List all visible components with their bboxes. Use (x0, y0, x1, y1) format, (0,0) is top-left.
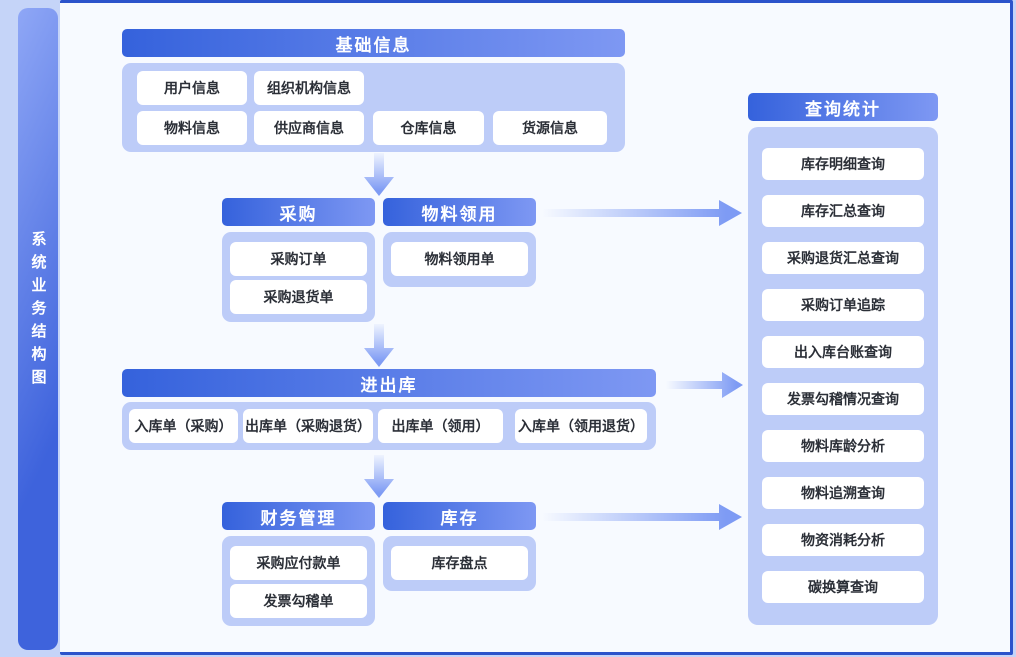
node-org-info: 组织机构信息 (254, 71, 364, 105)
section-header-basic-info: 基础信息 (122, 29, 625, 57)
group-inout: 入库单（采购） 出库单（采购退货） 出库单（领用） 入库单（领用退货） (122, 402, 656, 450)
node-inbound-requisition-return: 入库单（领用退货） (515, 409, 647, 443)
node-inbound-purchase: 入库单（采购） (129, 409, 238, 443)
group-finance: 采购应付款单 发票勾稽单 (222, 536, 375, 626)
group-basic-info: 用户信息 组织机构信息 物料信息 供应商信息 仓库信息 货源信息 (122, 63, 625, 152)
node-purchase-order-tracking: 采购订单追踪 (762, 289, 924, 321)
node-material-aging-analysis: 物料库龄分析 (762, 430, 924, 462)
node-material-consumption-analysis: 物资消耗分析 (762, 524, 924, 556)
section-header-procurement: 采购 (222, 198, 375, 226)
section-header-inout: 进出库 (122, 369, 656, 397)
section-header-finance: 财务管理 (222, 502, 375, 530)
group-query-stats: 库存明细查询 库存汇总查询 采购退货汇总查询 采购订单追踪 出入库台账查询 发票… (748, 127, 938, 625)
node-stock-summary-query: 库存汇总查询 (762, 195, 924, 227)
node-material-requisition-form: 物料领用单 (391, 242, 528, 276)
node-purchase-payable: 采购应付款单 (230, 546, 367, 580)
node-material-trace-query: 物料追溯查询 (762, 477, 924, 509)
node-invoice-reconciliation: 发票勾稽单 (230, 584, 367, 618)
node-stock-detail-query: 库存明细查询 (762, 148, 924, 180)
node-stock-count: 库存盘点 (391, 546, 528, 580)
node-outbound-purchase-return: 出库单（采购退货） (243, 409, 373, 443)
node-purchase-return-summary-query: 采购退货汇总查询 (762, 242, 924, 274)
node-warehouse-info: 仓库信息 (373, 111, 484, 145)
node-carbon-conversion-query: 碳换算查询 (762, 571, 924, 603)
group-procurement: 采购订单 采购退货单 (222, 232, 375, 322)
sidebar-title-bar: 系统业务结构图 (18, 8, 58, 650)
group-inventory: 库存盘点 (383, 536, 536, 591)
node-supplier-info: 供应商信息 (254, 111, 364, 145)
section-header-inventory: 库存 (383, 502, 536, 530)
node-supply-source-info: 货源信息 (493, 111, 607, 145)
diagram-title: 系统业务结构图 (29, 230, 47, 392)
node-inout-ledger-query: 出入库台账查询 (762, 336, 924, 368)
node-purchase-return: 采购退货单 (230, 280, 367, 314)
node-purchase-order: 采购订单 (230, 242, 367, 276)
node-invoice-reconciliation-status-query: 发票勾稽情况查询 (762, 383, 924, 415)
group-requisition: 物料领用单 (383, 232, 536, 287)
section-header-query-stats: 查询统计 (748, 93, 938, 121)
node-material-info: 物料信息 (137, 111, 247, 145)
section-header-requisition: 物料领用 (383, 198, 536, 226)
node-user-info: 用户信息 (137, 71, 247, 105)
node-outbound-requisition: 出库单（领用） (378, 409, 503, 443)
